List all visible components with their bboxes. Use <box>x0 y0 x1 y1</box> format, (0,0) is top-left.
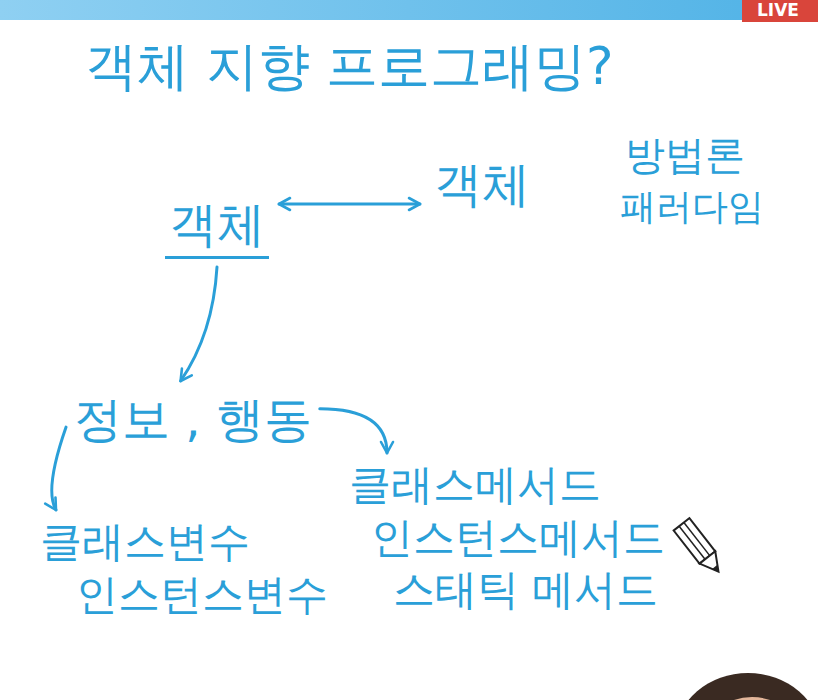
node-text: 정보 , 행동 <box>74 389 312 449</box>
node-text: 스태틱 메서드 <box>393 564 658 617</box>
node-text: 객체 <box>169 194 265 254</box>
node-text: 인스턴스메서드 <box>371 512 665 565</box>
note-label: 패러다임 <box>620 184 764 229</box>
text-node: 객체 <box>430 150 534 218</box>
note-label: 방법론 <box>625 130 745 180</box>
arrow-connector <box>320 409 387 453</box>
arrow-connector <box>279 203 420 206</box>
note-label: LIVE <box>757 0 799 21</box>
text-node: 클래스변수인스턴스변수 <box>36 512 332 625</box>
top-bar <box>0 0 818 20</box>
node-text: 클래스변수 <box>40 516 250 569</box>
text-node: 클래스메서드인스턴스메서드스태틱 메서드 <box>345 455 669 621</box>
node-text: 클래스메서드 <box>349 459 601 512</box>
text-node: 객체 <box>165 190 269 259</box>
text-node: 정보 , 행동 <box>70 385 316 453</box>
pencil-icon <box>674 518 727 578</box>
arrow-connector <box>52 427 66 510</box>
diagram-title: 객체 지향 프로그래밍? <box>85 34 614 99</box>
presenter-head <box>676 673 818 700</box>
node-text: 객체 <box>434 154 530 214</box>
live-badge <box>742 0 818 22</box>
node-text: 인스턴스변수 <box>76 569 328 622</box>
arrow-connector <box>181 267 217 381</box>
